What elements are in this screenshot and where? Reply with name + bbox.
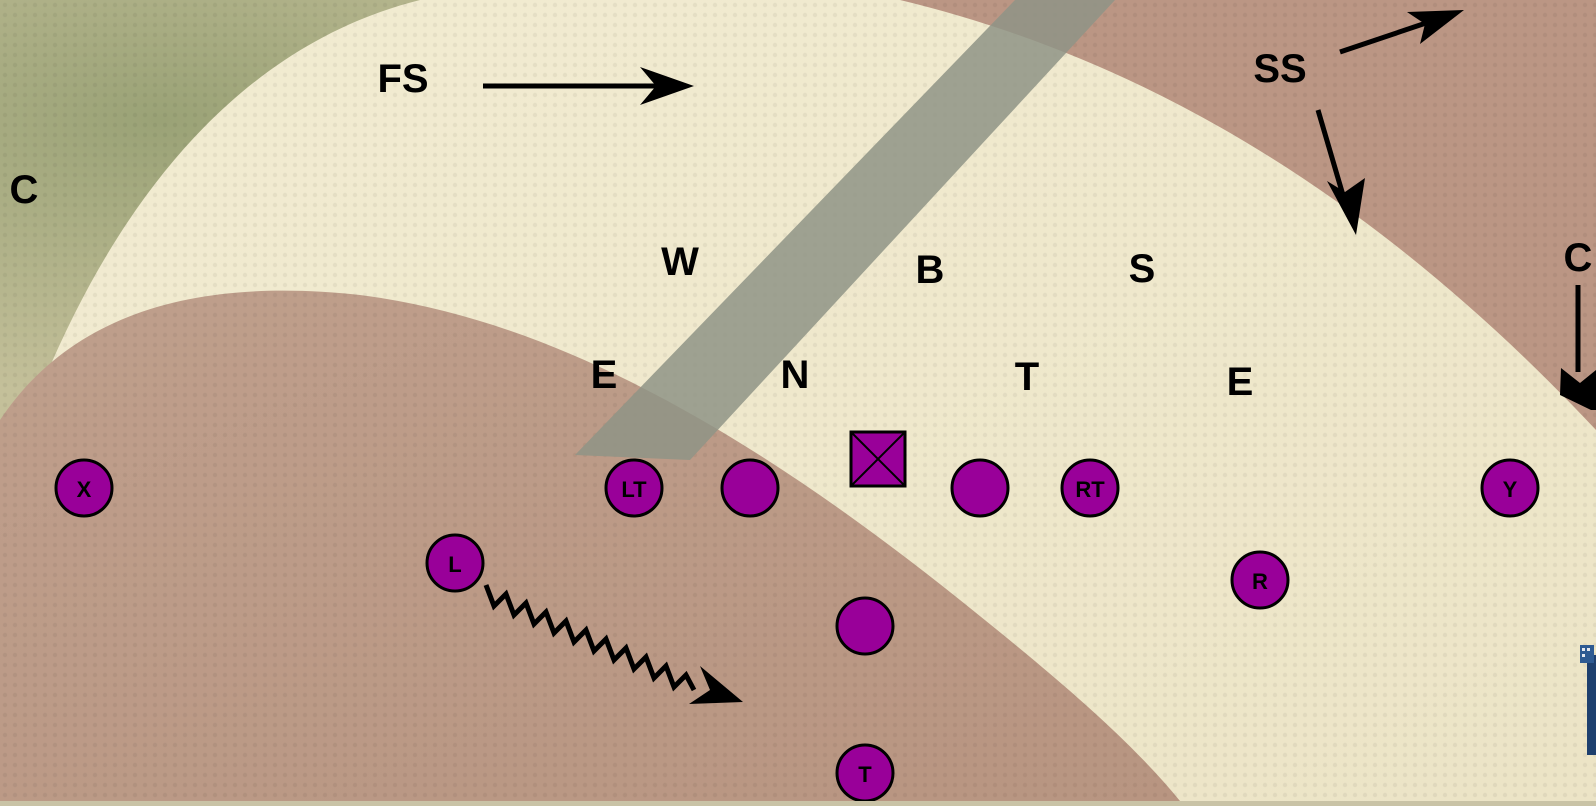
player-quarterback [835,596,895,656]
player-t-label: T [858,762,872,787]
player-center [849,430,907,488]
player-l: L [425,533,485,593]
player-x-label: X [77,477,92,502]
strong-safety-down-arrow [1315,109,1365,235]
defender-end-right: E [1227,360,1254,404]
player-left-guard [720,458,780,518]
defender-strong-safety: SS [1253,47,1306,91]
corner-right-arrow [1560,285,1596,410]
defender-corner-right: C [1564,236,1593,280]
defender-sam: S [1129,247,1156,291]
defender-free-safety: FS [377,57,428,101]
defense: FS SS C C W B S E N T E [10,47,1593,404]
strong-safety-deep-arrow [1339,10,1464,55]
defender-end-left: E [591,353,618,397]
player-right-guard [950,458,1010,518]
defender-tackle: T [1015,355,1039,399]
player-y-label: Y [1503,477,1518,502]
defender-will: W [661,240,699,284]
player-t: T [835,743,895,803]
routes [483,10,1596,704]
logo-fragment [1580,645,1596,755]
player-r: R [1230,550,1290,610]
offense: X LT RT Y L R [54,430,1540,803]
motion-zigzag-arrow [483,584,743,704]
defender-nose: N [781,353,810,397]
free-safety-arrow [483,67,694,105]
player-r-label: R [1252,569,1268,594]
player-left-tackle: LT [604,458,664,518]
player-right-tackle-label: RT [1075,477,1105,502]
player-x: X [54,458,114,518]
player-l-label: L [448,552,461,577]
defender-mike: B [916,248,945,292]
defender-corner-left: C [10,168,39,212]
player-y: Y [1480,458,1540,518]
player-right-tackle: RT [1060,458,1120,518]
player-left-tackle-label: LT [621,477,647,502]
